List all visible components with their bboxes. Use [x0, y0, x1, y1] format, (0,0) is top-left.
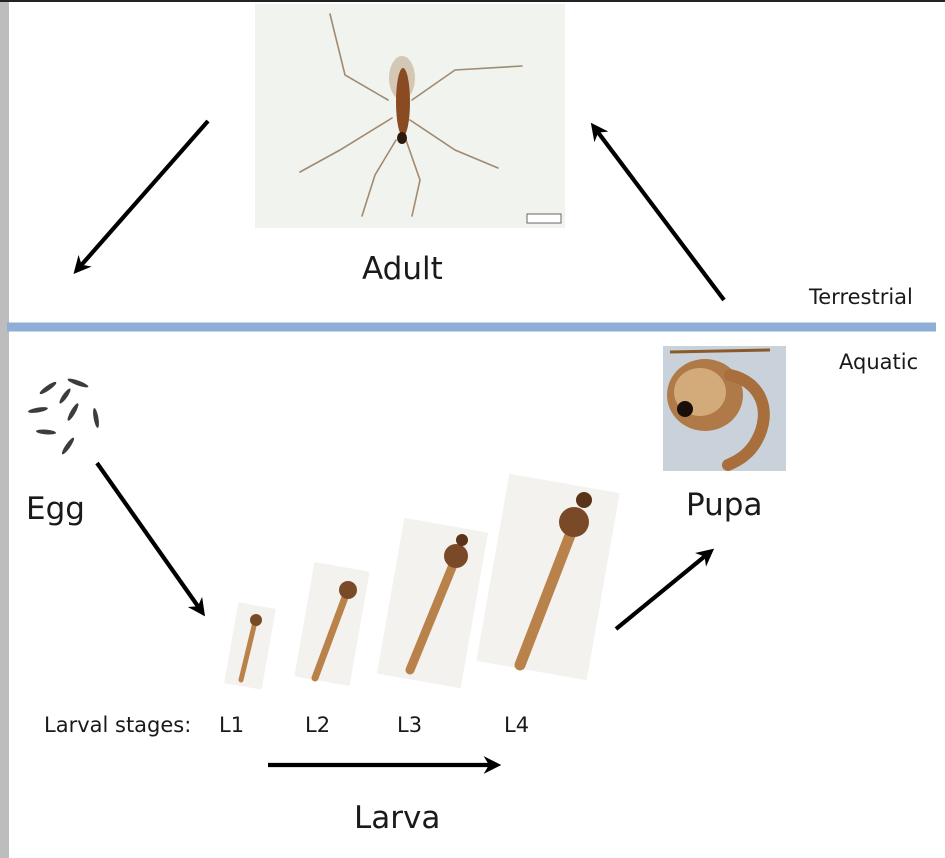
- larva-l1-photo: [224, 602, 276, 689]
- larval-stage-l4-label: L4: [504, 713, 529, 737]
- larva-l4-photo: [476, 474, 619, 681]
- larva-l2-photo: [294, 562, 369, 686]
- arrow-egg-to-larva: [97, 463, 202, 612]
- stage-label-egg: Egg: [26, 491, 85, 527]
- pupa-photo: [663, 346, 786, 471]
- stage-label-adult: Adult: [362, 251, 443, 287]
- larval-stage-l2-label: L2: [305, 713, 330, 737]
- arrow-adult-to-egg: [77, 121, 208, 270]
- larva-l3-photo: [377, 518, 488, 688]
- adult-photo: [255, 4, 565, 228]
- stage-label-larva: Larva: [354, 800, 440, 836]
- larval-stage-l1-label: L1: [219, 713, 244, 737]
- arrow-larva-to-pupa: [616, 552, 710, 629]
- arrow-pupa-to-adult: [594, 127, 724, 300]
- egg-cluster: [28, 377, 100, 456]
- larval-stage-l3-label: L3: [397, 713, 422, 737]
- larval-stages-caption: Larval stages:: [44, 713, 191, 737]
- habitat-label-terrestrial: Terrestrial: [809, 285, 913, 309]
- stage-label-pupa: Pupa: [686, 487, 762, 523]
- habitat-label-aquatic: Aquatic: [839, 350, 918, 374]
